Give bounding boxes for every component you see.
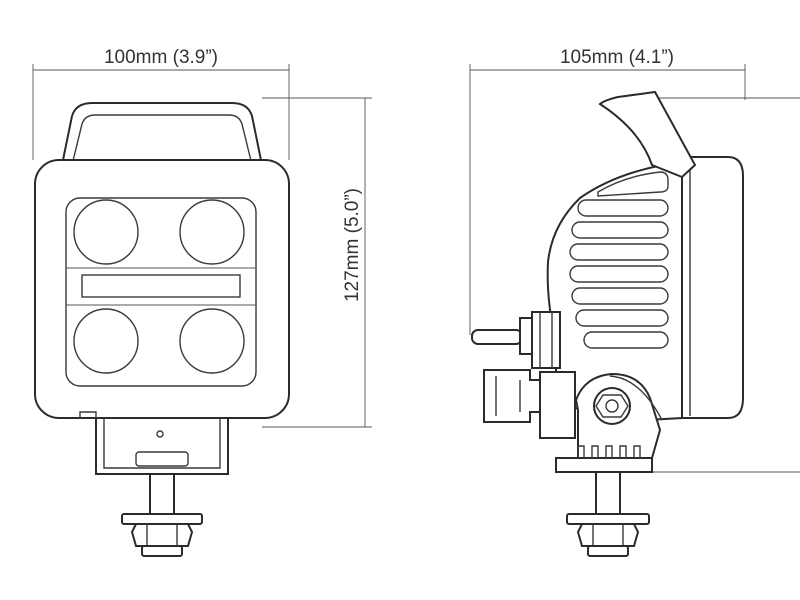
side-mount-stud	[595, 471, 621, 519]
side-handle	[598, 90, 697, 179]
led-lens-top-left	[73, 199, 139, 265]
led-lens-top-right	[179, 199, 245, 265]
side-nut	[576, 523, 640, 547]
side-mount-bracket	[555, 372, 663, 473]
cable-connector	[483, 369, 576, 439]
led-lens-bottom-left	[73, 308, 139, 374]
side-bezel	[681, 156, 744, 419]
lens-panel	[65, 197, 257, 387]
led-lens-bottom-right	[179, 308, 245, 374]
side-view	[471, 90, 744, 557]
front-mount-stud	[149, 473, 175, 519]
height-dimension: 127mm (5.0”)	[262, 97, 372, 428]
front-handle	[61, 102, 263, 166]
front-nut	[130, 523, 194, 547]
pivot-bolt	[593, 387, 631, 425]
serrated-foot	[555, 457, 653, 473]
cooling-fins	[569, 171, 669, 349]
side-washer	[566, 513, 650, 525]
front-view	[34, 102, 290, 557]
front-washer	[121, 513, 203, 525]
front-mount-bracket	[95, 417, 229, 475]
rear-connector	[471, 311, 561, 369]
height-label: 127mm (5.0”)	[342, 188, 363, 302]
side-depth-label: 105mm (4.1”)	[560, 47, 674, 68]
front-width-dimension: 100mm (3.9”)	[32, 47, 290, 160]
side-depth-dimension: 105mm (4.1”)	[469, 47, 746, 335]
center-light-strip	[81, 274, 241, 298]
front-width-label: 100mm (3.9”)	[104, 47, 218, 68]
